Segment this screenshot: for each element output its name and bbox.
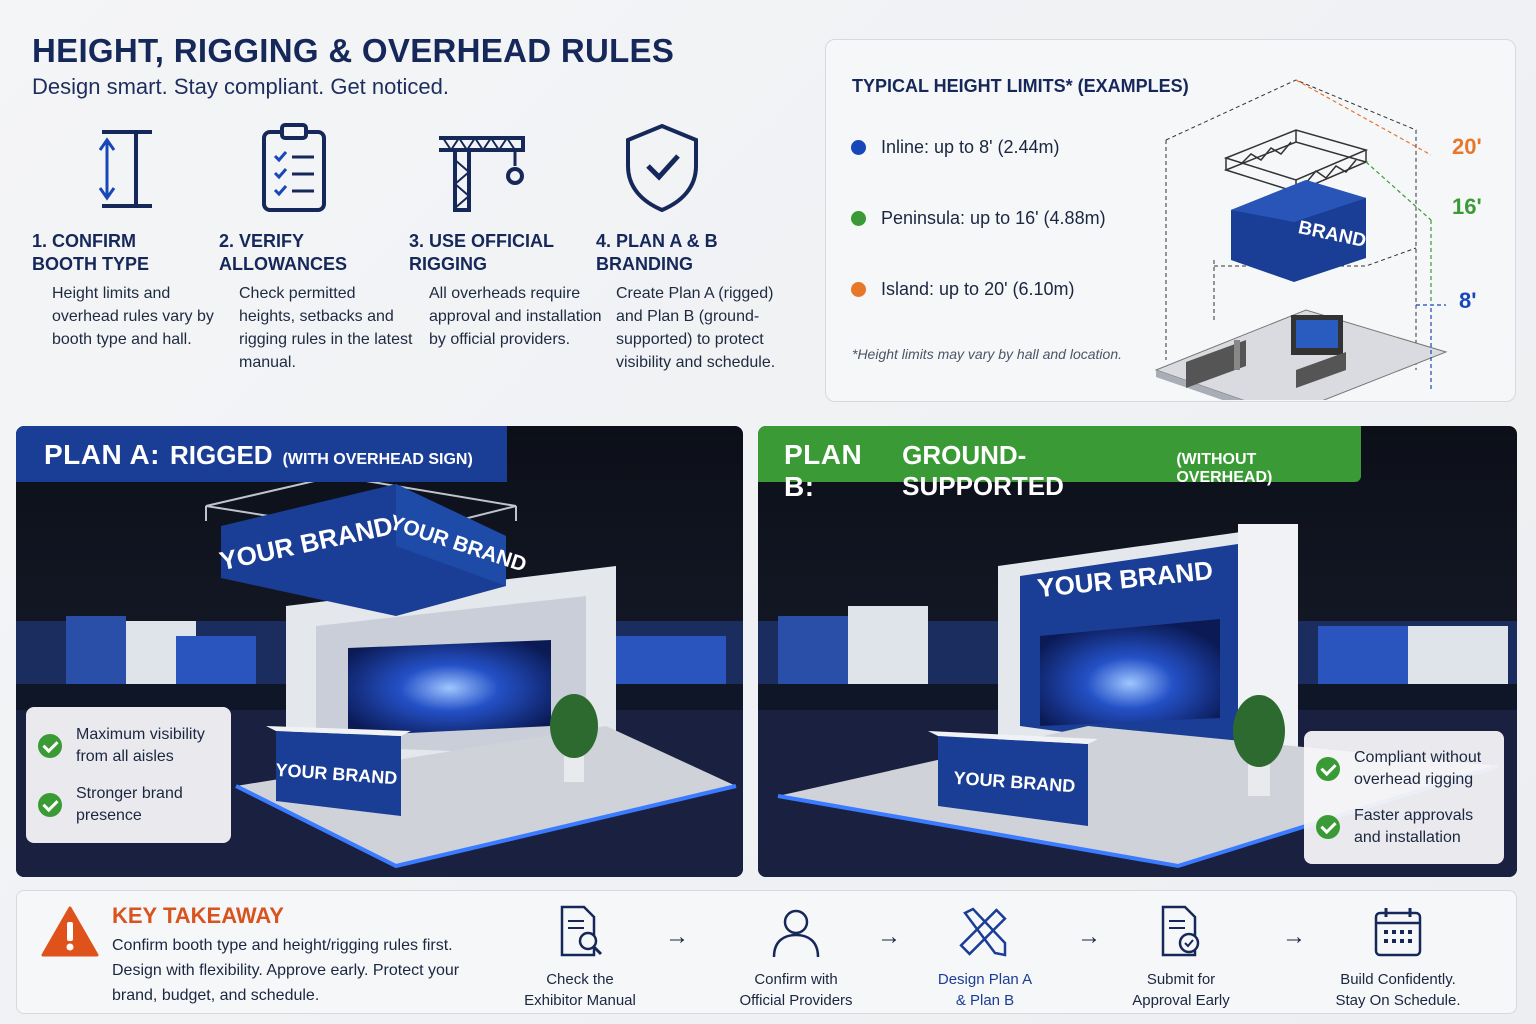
document-submit-icon <box>1161 905 1200 957</box>
mark-8: 8' <box>1459 288 1476 313</box>
plan-b-note: (WITHOUT OVERHEAD) <box>1176 451 1273 486</box>
crane-icon <box>439 136 525 212</box>
flow-step-providers: Confirm with Official Providers <box>711 905 881 1011</box>
step-desc: All overheads require approval and insta… <box>429 285 602 348</box>
step-title: 4. PLAN A & B BRANDING <box>596 231 718 274</box>
key-takeaway-title: KEY TAKEAWAY <box>112 903 284 928</box>
check-icon <box>1316 757 1340 781</box>
height-icon <box>98 130 152 208</box>
limit-island: Island: up to 20' (6.10m) <box>851 279 1075 300</box>
arrow-icon: → <box>1282 923 1306 950</box>
key-takeaway-panel: KEY TAKEAWAY Confirm booth type and heig… <box>16 890 1517 1014</box>
plan-b-benefits: Compliant without overhead rigging Faste… <box>1304 731 1504 864</box>
height-limits-note: *Height limits may vary by hall and loca… <box>852 346 1123 362</box>
checklist-icon <box>262 123 326 212</box>
benefit-text: Stronger brand presence <box>76 785 183 824</box>
benefit-item: Maximum visibility from all aisles <box>38 724 205 768</box>
limit-label: Peninsula: up to 16' (4.88m) <box>881 208 1106 228</box>
limit-dot <box>851 282 866 297</box>
arrow-icon: → <box>877 923 901 950</box>
plan-b-header: PLAN B: GROUND-SUPPORTED (WITHOUT OVERHE… <box>758 426 1361 502</box>
flow-label: Check the Exhibitor Manual <box>524 971 636 1009</box>
plan-a-prefix: PLAN A: <box>44 439 161 470</box>
limit-label: Inline: up to 8' (2.44m) <box>881 137 1060 157</box>
height-limits-panel: TYPICAL HEIGHT LIMITS* (EXAMPLES) Inline… <box>825 39 1516 402</box>
check-icon <box>38 793 62 817</box>
benefit-text: Compliant without overhead rigging <box>1354 749 1482 788</box>
benefit-item: Faster approvals and installation <box>1316 805 1473 849</box>
document-search-icon <box>560 905 603 957</box>
flow-step-submit: Submit for Approval Early <box>1096 905 1266 1011</box>
flow-step-design: Design Plan A & Plan B <box>900 905 1070 1011</box>
flow-label: Build Confidently. Stay On Schedule. <box>1335 971 1461 1009</box>
check-icon <box>38 734 62 758</box>
plan-a-panel: YOUR BRAND YOUR BRAND YOUR BRAND PLAN A:… <box>16 426 743 877</box>
flow-label: Confirm with Official Providers <box>739 971 853 1009</box>
flow-label: Design Plan A & Plan B <box>937 971 1033 1009</box>
page-title: HEIGHT, RIGGING & OVERHEAD RULES <box>32 32 675 69</box>
height-diagram: BRAND 20' 16' 8' <box>1154 79 1482 400</box>
step-desc: Check permitted heights, setbacks and ri… <box>239 285 413 371</box>
step-desc: Height limits and overhead rules vary by… <box>52 285 214 348</box>
plan-a-header: PLAN A: RIGGED (WITH OVERHEAD SIGN) <box>16 426 507 482</box>
arrow-icon: → <box>1077 923 1101 950</box>
plan-a-benefits: Maximum visibility from all aisles Stron… <box>26 707 231 843</box>
design-tools-icon <box>959 907 1007 957</box>
arrow-icon: → <box>665 923 689 950</box>
flow-step-manual: Check the Exhibitor Manual <box>495 905 665 1011</box>
flow-step-build: Build Confidently. Stay On Schedule. <box>1313 905 1483 1011</box>
height-limits-title: TYPICAL HEIGHT LIMITS* (EXAMPLES) <box>852 76 1189 96</box>
benefit-item: Compliant without overhead rigging <box>1316 747 1481 791</box>
calendar-icon <box>1374 908 1422 957</box>
shield-check-icon <box>626 123 698 213</box>
step-title: 1. CONFIRM BOOTH TYPE <box>32 231 150 274</box>
limit-inline: Inline: up to 8' (2.44m) <box>851 137 1060 158</box>
plan-a-main: RIGGED <box>170 440 273 470</box>
limit-dot <box>851 211 866 226</box>
check-icon <box>1316 815 1340 839</box>
key-takeaway-desc: Confirm booth type and height/rigging ru… <box>112 937 460 1004</box>
plan-b-main: GROUND-SUPPORTED <box>902 440 1064 501</box>
warning-icon <box>41 906 99 957</box>
mark-20: 20' <box>1452 134 1482 159</box>
step-title: 3. USE OFFICIAL RIGGING <box>409 231 555 274</box>
step-title: 2. VERIFY ALLOWANCES <box>219 231 347 274</box>
plan-a-note: (WITH OVERHEAD SIGN) <box>282 451 473 468</box>
limit-peninsula: Peninsula: up to 16' (4.88m) <box>851 208 1106 229</box>
limit-dot <box>851 140 866 155</box>
benefit-text: Faster approvals and installation <box>1354 807 1474 846</box>
limit-label: Island: up to 20' (6.10m) <box>881 279 1075 299</box>
plan-b-prefix: PLAN B: <box>784 439 863 502</box>
benefit-item: Stronger brand presence <box>38 783 183 827</box>
mark-16: 16' <box>1452 194 1482 219</box>
plan-b-panel: YOUR BRAND YOUR BRAND PLAN B: GROUND-SUP… <box>758 426 1517 877</box>
page-subtitle: Design smart. Stay compliant. Get notice… <box>32 74 449 99</box>
flow-label: Submit for Approval Early <box>1132 971 1230 1009</box>
step-desc: Create Plan A (rigged) and Plan B (groun… <box>616 285 776 371</box>
user-icon <box>772 909 820 958</box>
benefit-text: Maximum visibility from all aisles <box>76 726 205 765</box>
